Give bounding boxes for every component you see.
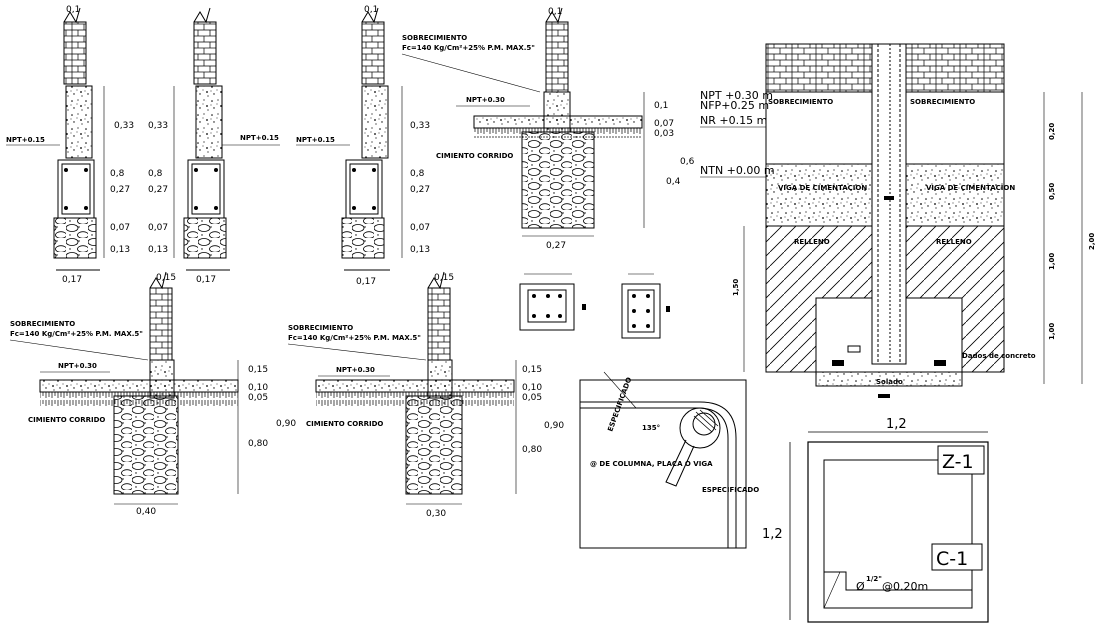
footing-mid-width: 0,30 xyxy=(426,509,446,519)
footing-top-dim-2: 0,03 xyxy=(654,129,674,139)
column-detail-2: NPT+0.15 0,33 0,8 0,27 0,07 0,13 0,17 xyxy=(148,7,280,285)
footing-left-spec: Fc=140 Kg/Cm²+25% P.M. MAX.5" xyxy=(10,330,143,338)
footing-left-npt: NPT+0.30 xyxy=(58,362,97,370)
right-dim-2: 1,00 xyxy=(1048,253,1056,270)
sobre-left: SOBRECIMIENTO xyxy=(768,98,833,106)
footing-detail-mid: 0,15 SOBRECIMIENTO Fc=140 Kg/Cm²+25% P.M… xyxy=(287,271,564,519)
footing-top-width: 0,27 xyxy=(546,241,566,251)
hook-label-3: @ DE COLUMNA, PLACA O VIGA xyxy=(590,460,713,468)
column-3-dim-2: 0,27 xyxy=(410,185,430,195)
column-3-dim-1: 0,8 xyxy=(410,169,425,179)
footing-left-dim-4: 0,80 xyxy=(248,439,268,449)
column-2-dim-2: 0,27 xyxy=(148,185,168,195)
column-2-npt: NPT+0.15 xyxy=(240,134,279,142)
footing-mid-dim-0: 0,15 xyxy=(522,365,542,375)
right-dim-0: 0,20 xyxy=(1048,123,1056,140)
column-1-top: 0,1 xyxy=(66,5,80,15)
column-3-dim-4: 0,13 xyxy=(410,245,430,255)
footing-top-npt: NPT+0.30 xyxy=(466,96,505,104)
footing-left-dim-3: 0,90 xyxy=(276,419,296,429)
right-dim-1: 0,50 xyxy=(1048,183,1056,200)
footing-top-label: SOBRECIMIENTO xyxy=(402,34,467,42)
footing-mid-dim-3: 0,90 xyxy=(544,421,564,431)
level-nfp: NFP+0.25 m xyxy=(700,99,769,112)
footing-detail-top: 0,1 SOBRECIMIENTO Fc=140 Kg/Cm²+25% P.M.… xyxy=(401,7,695,251)
footing-mid-top: 0,15 xyxy=(434,273,454,283)
column-2-dim-1: 0,8 xyxy=(148,169,163,179)
footing-left-dim-1: 0,10 xyxy=(248,383,268,393)
column-1-width: 0,17 xyxy=(62,275,82,285)
column-3-dim-3: 0,07 xyxy=(410,223,430,233)
left-dim: 1,50 xyxy=(732,279,740,296)
footing-mid-spec: Fc=140 Kg/Cm²+25% P.M. MAX.5" xyxy=(288,334,421,342)
right-dim-total: 2,00 xyxy=(1088,233,1096,250)
column-2-dim-3: 0,07 xyxy=(148,223,168,233)
footing-left-dim-0: 0,15 xyxy=(248,365,268,375)
rebar-phi: Ø xyxy=(856,580,865,593)
column-2-width: 0,17 xyxy=(196,275,216,285)
dados-label: Dados de concreto xyxy=(962,352,1036,360)
column-2-dim-4: 0,13 xyxy=(148,245,168,255)
foundation-section: NPT +0.30 m NFP+0.25 m NR +0.15 m NTN +0… xyxy=(700,43,1096,398)
footing-top-dim-4: 0,4 xyxy=(666,177,681,187)
hook-angle: 135° xyxy=(642,424,660,432)
level-nr: NR +0.15 m xyxy=(700,114,767,127)
level-npt: NPT +0.30 m xyxy=(700,89,773,102)
zapata-label: Z-1 xyxy=(942,451,974,473)
footing-top-top: 0,1 xyxy=(548,7,562,17)
column-1-dim-3: 0,07 xyxy=(110,223,130,233)
footing-left-cimiento: CIMIENTO CORRIDO xyxy=(28,416,105,424)
footing-mid-cimiento: CIMIENTO CORRIDO xyxy=(306,420,383,428)
column-1-dim-0: 0,33 xyxy=(114,121,134,131)
relleno-left: RELLENO xyxy=(794,238,830,246)
small-column-sections xyxy=(519,273,670,339)
column-1-dim-2: 0,27 xyxy=(110,185,130,195)
viga-right: VIGA DE CIMENTACION xyxy=(926,184,1015,192)
column-1-npt: NPT+0.15 xyxy=(6,136,45,144)
footing-mid-dim-1: 0,10 xyxy=(522,383,542,393)
footing-left-label: SOBRECIMIENTO xyxy=(10,320,75,328)
column-3-top: 0,1 xyxy=(364,5,378,15)
column-1-dim-4: 0,13 xyxy=(110,245,130,255)
footing-mid-dim-2: 0,05 xyxy=(522,393,542,403)
footing-detail-left: 0,15 SOBRECIMIENTO Fc=140 Kg/Cm²+25% P.M… xyxy=(9,271,296,517)
hook-label-2: ESPECIFICADO xyxy=(702,486,759,494)
column-1-dim-1: 0,8 xyxy=(110,169,125,179)
column-3-width: 0,17 xyxy=(356,277,376,287)
column-3-dim-0: 0,33 xyxy=(410,121,430,131)
footing-top-dim-1: 0,07 xyxy=(654,119,674,129)
rebar-spacing: @0.20m xyxy=(882,580,928,593)
footing-mid-dim-4: 0,80 xyxy=(522,445,542,455)
solado-label: Solado xyxy=(876,378,903,386)
column-detail-1: 0,1 NPT+0.15 0,33 0,8 0,27 0,07 0,13 0,1… xyxy=(6,5,134,285)
column-2-dim-0: 0,33 xyxy=(148,121,168,131)
sobre-right: SOBRECIMIENTO xyxy=(910,98,975,106)
footing-mid-label: SOBRECIMIENTO xyxy=(288,324,353,332)
level-ntn: NTN +0.00 m xyxy=(700,164,775,177)
footing-top-dim-0: 0,1 xyxy=(654,101,668,111)
footing-top-dim-3: 0,6 xyxy=(680,157,695,167)
column-3-npt: NPT+0.15 xyxy=(296,136,335,144)
footing-left-top: 0,15 xyxy=(156,273,176,283)
footing-mid-npt: NPT+0.30 xyxy=(336,366,375,374)
zapata-width: 1,2 xyxy=(886,417,907,432)
right-dim-3: 1,00 xyxy=(1048,323,1056,340)
footing-left-width: 0,40 xyxy=(136,507,156,517)
footing-left-dim-2: 0,05 xyxy=(248,393,268,403)
hook-label-1: ESPECIFICADO xyxy=(606,376,633,433)
relleno-right: RELLENO xyxy=(936,238,972,246)
footing-top-spec: Fc=140 Kg/Cm²+25% P.M. MAX.5" xyxy=(402,44,535,52)
column-detail-3: 0,1 NPT+0.15 0,33 0,8 0,27 0,07 0,13 0,1… xyxy=(296,5,430,287)
viga-left: VIGA DE CIMENTACION xyxy=(778,184,867,192)
footing-top-cimiento: CIMIENTO CORRIDO xyxy=(436,152,513,160)
zapata-plan: 1,2 1,2 Z-1 C-1 Ø 1/2" @0.20m xyxy=(762,417,989,623)
zapata-height: 1,2 xyxy=(762,527,783,542)
rebar-size: 1/2" xyxy=(866,575,882,583)
column-label: C-1 xyxy=(936,548,968,570)
hook-detail: ESPECIFICADO ESPECIFICADO @ DE COLUMNA, … xyxy=(579,371,759,549)
